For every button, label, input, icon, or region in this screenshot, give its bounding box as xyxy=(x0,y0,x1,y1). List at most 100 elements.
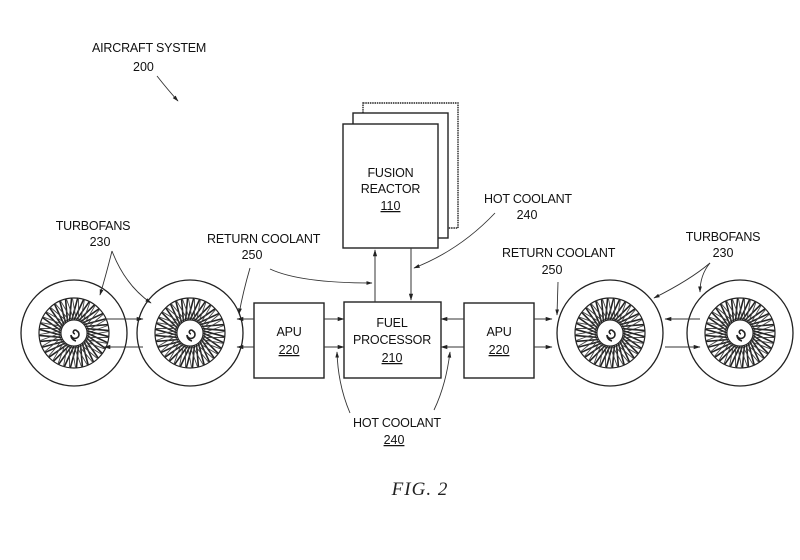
fan-blade-edge xyxy=(41,334,62,347)
callout-hot-coolant-top: HOT COOLANT 240 xyxy=(413,192,573,269)
hot-coolant-top-ref: 240 xyxy=(517,208,538,222)
fan-blade-edge xyxy=(163,339,180,357)
fan-blade-edge xyxy=(749,340,772,350)
fuel-processor-name-line2: PROCESSOR xyxy=(353,333,431,347)
fuel-processor: FUEL PROCESSOR 210 xyxy=(343,301,442,379)
apu-left-box xyxy=(253,302,325,379)
fan-blade-edge xyxy=(199,340,222,350)
fan-blade-edge xyxy=(576,322,599,327)
fan-blade-edge xyxy=(73,345,83,368)
fan-blade-edge xyxy=(161,311,182,324)
reactor-name-line2: REACTOR xyxy=(361,182,421,196)
fan-blade-edge xyxy=(737,297,743,321)
apu-right: APU 220 xyxy=(463,302,535,379)
fan-blade-edge xyxy=(713,339,730,357)
fan-blade-edge xyxy=(750,309,767,327)
turbofans-left-leader-2 xyxy=(111,250,152,304)
fan-blade-edge xyxy=(81,301,91,324)
fan-blade xyxy=(86,329,110,338)
fan-blade-edge xyxy=(718,341,731,362)
fan-blade-edge xyxy=(39,332,62,342)
callout-hot-coolant-bottom: HOT COOLANT 240 xyxy=(335,351,452,447)
fan-blade-edge xyxy=(617,301,627,324)
hot-coolant-bottom-name: HOT COOLANT xyxy=(353,416,441,430)
fan-blade-edge xyxy=(619,340,642,350)
fan-blade-edge xyxy=(580,337,599,353)
system-pointer-arrow xyxy=(156,75,179,102)
fan-blade-edge xyxy=(154,330,178,336)
fan-blade-edge xyxy=(705,332,728,342)
turbofans-right-name: TURBOFANS xyxy=(686,230,761,244)
fan-blade-edge xyxy=(609,345,619,368)
fan-blade-edge xyxy=(620,309,637,327)
turbofan-1 xyxy=(20,279,128,387)
fan-blade-edge xyxy=(75,345,88,366)
fan-blade-edge xyxy=(57,342,67,365)
fan-blade-edge xyxy=(170,303,186,322)
fan-blade-edge xyxy=(42,316,65,326)
fan-blade-edge xyxy=(581,311,602,324)
fan-blade-edge xyxy=(621,339,644,344)
fan-blade-edge xyxy=(708,316,731,326)
fan-blade-edge xyxy=(78,344,94,363)
fan-blade-edge xyxy=(586,306,604,323)
fan-blade-edge xyxy=(196,343,214,360)
turbofans-right-ref: 230 xyxy=(713,246,734,260)
return-coolant-right-ref: 250 xyxy=(542,263,563,277)
fan-blade-edge xyxy=(84,309,101,327)
reactor-stack-front xyxy=(342,123,439,249)
fan-blade-edge xyxy=(82,342,103,355)
fan-blade-edge xyxy=(583,339,600,357)
fan-blade-edge xyxy=(80,343,98,360)
fan-blade-edge xyxy=(173,342,183,365)
fusion-reactor: FUSION REACTOR 110 xyxy=(342,102,459,249)
fan-blade-edge xyxy=(752,319,773,332)
fan-blade-edge xyxy=(599,344,604,367)
fan-blade-edge xyxy=(83,304,96,325)
hot-coolant-bottom-leader-1 xyxy=(335,351,351,414)
spinner-spiral-icon xyxy=(736,329,746,342)
fan-blade-edge xyxy=(723,342,733,365)
fan-blade-edge xyxy=(621,313,640,329)
fan-blade-edge xyxy=(155,332,178,342)
return-coolant-left-leader-2 xyxy=(269,268,373,285)
hot-coolant-bottom-leader-2 xyxy=(433,351,452,411)
turbofans-right-leader-1 xyxy=(653,262,711,299)
fan-blade-edge xyxy=(201,313,220,329)
fan-blade-edge xyxy=(157,334,178,347)
turbofans-left-ref: 230 xyxy=(90,235,111,249)
fan-blade-edge xyxy=(588,341,601,362)
fan-blade-edge xyxy=(85,339,108,344)
fan-blade-edge xyxy=(85,313,104,329)
fan-blade-edge xyxy=(710,337,729,353)
hot-coolant-top-leader xyxy=(413,212,496,269)
fan-blade-edge xyxy=(158,316,181,326)
fan-blade-edge xyxy=(706,322,729,327)
fan-blade-edge xyxy=(596,300,609,321)
fan-blade-edge xyxy=(52,341,65,362)
system-name: AIRCRAFT SYSTEM xyxy=(92,41,206,55)
fan-blade-edge xyxy=(737,345,743,369)
aircraft-system-label: AIRCRAFT SYSTEM 200 xyxy=(92,41,206,102)
callout-turbofans-right: TURBOFANS 230 xyxy=(653,230,761,299)
fan-blade-edge xyxy=(176,300,189,321)
fan-blade-edge xyxy=(187,345,193,369)
turbofans-left-name: TURBOFANS xyxy=(56,219,131,233)
spinner-spiral-icon xyxy=(606,329,616,342)
fan-blade-edge xyxy=(181,298,191,321)
fan-blade-edge xyxy=(200,309,217,327)
hot-coolant-top-name: HOT COOLANT xyxy=(484,192,572,206)
fan-blade-edge xyxy=(607,297,613,321)
fan-blade-edge xyxy=(751,313,770,329)
fan-blade-edge xyxy=(731,298,741,321)
fan-blade-edge xyxy=(191,345,204,366)
callout-turbofans-left: TURBOFANS 230 xyxy=(56,219,152,304)
fan-blade-edge xyxy=(202,319,223,332)
apu-left-name: APU xyxy=(276,325,301,339)
fan-blade-edge xyxy=(716,306,734,323)
coolant-connections xyxy=(103,248,701,350)
turbofans-left-leader-1 xyxy=(99,250,113,296)
fan-blade-edge xyxy=(194,344,210,363)
fan-blade-edge xyxy=(38,330,62,336)
